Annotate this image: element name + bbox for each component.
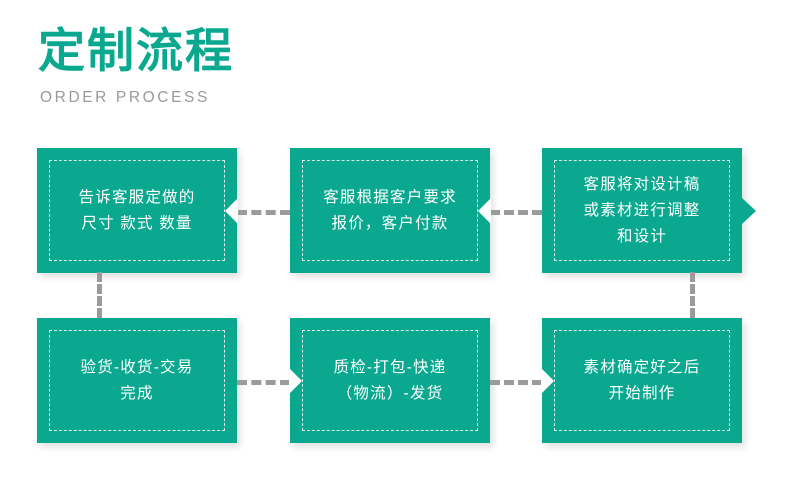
connector-step1-column-vertical — [97, 272, 102, 318]
arrow-right-icon — [225, 197, 238, 224]
flow-node-step-3-frame: 客服将对设计稿 或素材进行调整 和设计 — [554, 160, 730, 261]
flow-node-step-2[interactable]: 客服根据客户要求 报价，客户付款 — [290, 148, 491, 273]
header-block: 定制流程 ORDER PROCESS — [38, 22, 438, 108]
flow-node-step-6-frame: 验货-收货-交易 完成 — [49, 330, 225, 431]
arrow-left-icon — [541, 367, 554, 394]
flow-node-step-1[interactable]: 告诉客服定做的 尺寸 款式 数量 — [37, 148, 238, 273]
flow-node-step-3-label: 客服将对设计稿 或素材进行调整 和设计 — [583, 175, 701, 245]
flow-node-step-4-label: 素材确定好之后 开始制作 — [583, 358, 701, 402]
flow-node-step-5[interactable]: 质检-打包-快递 （物流）-发货 — [289, 318, 490, 443]
arrow-right-icon — [478, 197, 491, 224]
flow-node-step-4-frame: 素材确定好之后 开始制作 — [554, 330, 730, 431]
flow-node-step-6[interactable]: 验货-收货-交易 完成 — [37, 318, 237, 443]
flow-node-step-6-label: 验货-收货-交易 完成 — [80, 358, 194, 402]
connector-step3-to-step4 — [690, 272, 695, 318]
flow-node-step-2-label: 客服根据客户要求 报价，客户付款 — [323, 188, 457, 232]
flow-node-step-2-frame: 客服根据客户要求 报价，客户付款 — [302, 160, 478, 261]
connector-step2-to-step3 — [490, 210, 542, 215]
page-title: 定制流程 — [38, 24, 234, 77]
connector-step1-to-step2 — [237, 210, 290, 215]
arrow-right-icon — [742, 197, 756, 224]
flow-node-step-1-frame: 告诉客服定做的 尺寸 款式 数量 — [49, 160, 225, 261]
arrow-left-icon — [289, 367, 302, 394]
flow-node-step-5-frame: 质检-打包-快递 （物流）-发货 — [302, 330, 478, 431]
flow-node-step-5-label: 质检-打包-快递 （物流）-发货 — [333, 358, 447, 402]
connector-step5-to-step6 — [237, 380, 290, 385]
flow-node-step-4[interactable]: 素材确定好之后 开始制作 — [541, 318, 742, 443]
page-subtitle: ORDER PROCESS — [40, 89, 210, 106]
connector-step4-to-step5 — [490, 380, 542, 385]
flow-node-step-1-label: 告诉客服定做的 尺寸 款式 数量 — [78, 188, 196, 232]
flow-node-step-3[interactable]: 客服将对设计稿 或素材进行调整 和设计 — [542, 148, 756, 273]
